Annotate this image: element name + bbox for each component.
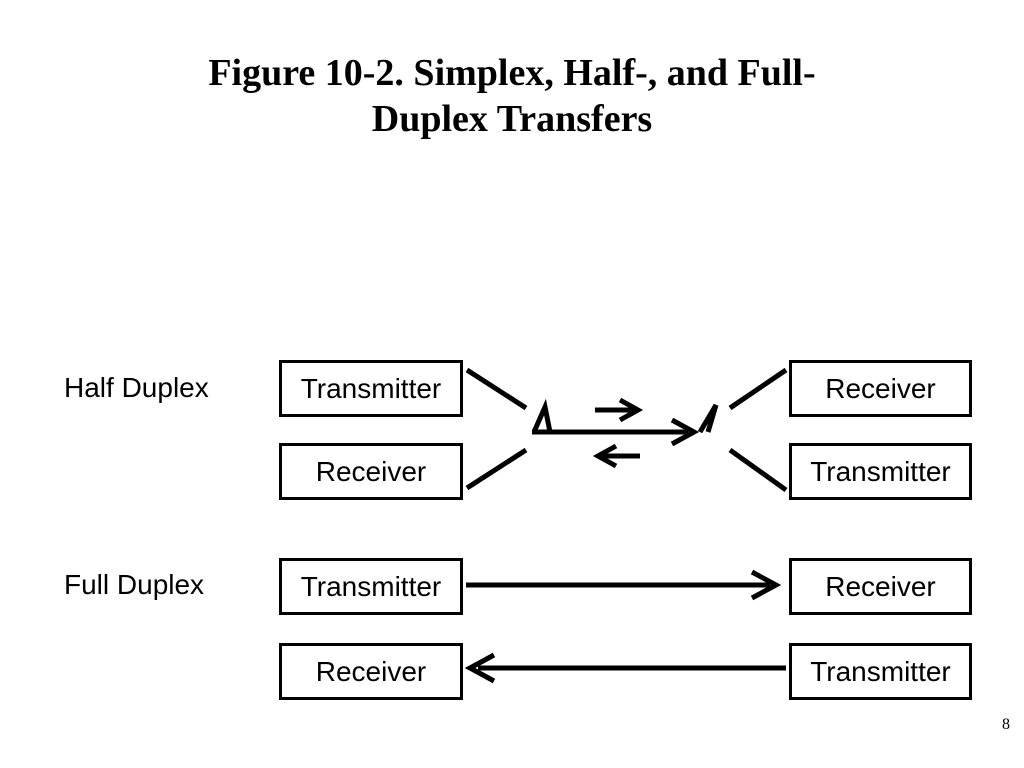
- half-duplex-right-receiver: Receiver: [789, 360, 972, 417]
- right-arrow-icon: [750, 569, 782, 601]
- half-duplex-left-top-wire: [465, 367, 528, 411]
- box-label: Transmitter: [300, 372, 442, 404]
- half-duplex-shared-line-arrowhead: [670, 417, 700, 447]
- half-duplex-left-switch-arrowhead: [531, 398, 553, 434]
- full-duplex-left-transmitter: Transmitter: [279, 558, 463, 615]
- right-arrow-icon: [618, 397, 644, 423]
- box-label: Transmitter: [810, 455, 951, 487]
- half-duplex-left-receiver: Receiver: [279, 443, 463, 500]
- box-label: Receiver: [315, 655, 427, 687]
- half-duplex-left-bottom-wire: [465, 447, 528, 491]
- full-duplex-right-transmitter: Transmitter: [789, 643, 972, 700]
- half-duplex-right-top-wire: [728, 367, 788, 411]
- figure-title: Figure 10-2. Simplex, Half-, and Full- D…: [0, 50, 1024, 142]
- title-line-1: Figure 10-2. Simplex, Half-, and Full-: [208, 52, 816, 94]
- box-label: Receiver: [825, 372, 936, 404]
- full-duplex-right-receiver: Receiver: [789, 558, 972, 615]
- half-duplex-left-transmitter: Transmitter: [279, 360, 463, 417]
- box-label: Receiver: [825, 570, 936, 602]
- full-duplex-left-receiver: Receiver: [279, 643, 463, 700]
- half-duplex-label: Half Duplex: [64, 372, 209, 403]
- box-label: Transmitter: [810, 655, 951, 687]
- box-label: Receiver: [315, 455, 427, 487]
- title-line-2: Duplex Transfers: [371, 98, 653, 140]
- half-duplex-right-transmitter: Transmitter: [789, 443, 972, 500]
- box-label: Transmitter: [300, 570, 442, 602]
- half-duplex-right-bottom-wire: [728, 447, 788, 493]
- left-arrow-icon: [464, 652, 496, 684]
- full-duplex-label: Full Duplex: [64, 569, 205, 600]
- page-number: 8: [1002, 716, 1010, 733]
- half-duplex-right-switch-arrowhead: [697, 403, 719, 434]
- left-arrow-icon: [592, 443, 618, 469]
